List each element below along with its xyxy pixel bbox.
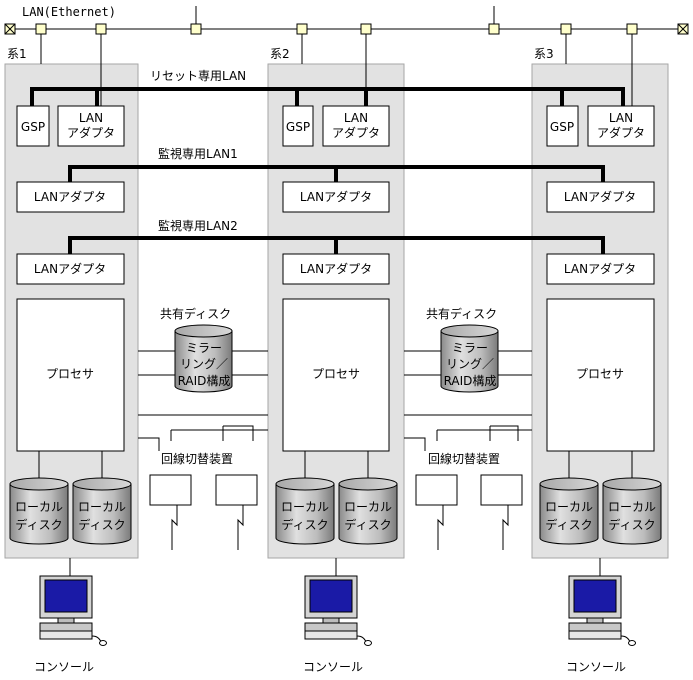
local-disk-label: ローカル	[344, 500, 392, 514]
lan-adapter-label: LANアダプタ	[564, 261, 636, 276]
lan-tap-icon	[296, 23, 308, 35]
local-disk: ローカル ディスク	[9, 477, 69, 545]
mirroring-label: リング／	[446, 357, 494, 371]
local-disk-label: ディスク	[545, 517, 592, 532]
line-icon	[171, 505, 244, 550]
mirroring-label: ミラー	[186, 341, 222, 355]
terminator-right-icon	[677, 23, 689, 35]
gsp-box	[282, 105, 314, 147]
system-label: 系2	[270, 47, 290, 61]
gsp-label: GSP	[550, 120, 574, 134]
lan-adapter-label: LANアダプタ	[564, 189, 636, 204]
line-switch-2: 回線切替装置	[404, 414, 532, 550]
lan-tap-icon	[560, 23, 572, 35]
lan-adapter-box	[546, 181, 655, 213]
lan-tap-icon	[360, 23, 372, 35]
terminator-left-icon	[4, 23, 16, 35]
local-disk-label: ディスク	[78, 517, 125, 532]
lan-adapter-box	[16, 181, 125, 213]
local-disk: ローカル ディスク	[275, 477, 335, 545]
lan-adapter-label: LANアダプタ	[34, 261, 106, 276]
line-switch-label: 回線切替装置	[428, 451, 500, 466]
lan-adapter-label: LANアダプタ	[34, 189, 106, 204]
lan-adapter-label: LAN	[79, 111, 103, 125]
lan-adapter-box	[16, 253, 125, 285]
system-label: 系1	[7, 47, 27, 61]
lan-adapter-label: LAN	[344, 111, 368, 125]
local-disk-label: ディスク	[281, 517, 328, 532]
lan-adapter-label: アダプタ	[332, 125, 380, 140]
lan-tap-icon	[626, 23, 638, 35]
gsp-box	[546, 105, 579, 147]
ethernet-label: LAN(Ethernet)	[22, 5, 116, 19]
mirroring-label: ミラー	[452, 341, 488, 355]
console-label: コンソール	[34, 660, 94, 674]
processor-label: プロセサ	[576, 367, 624, 381]
gsp-label: GSP	[286, 120, 310, 134]
line-switch-1: 回線切替装置	[138, 414, 268, 550]
local-disk-label: ディスク	[15, 517, 62, 532]
local-disk-label: ローカル	[545, 500, 593, 514]
lan-adapter-label: LANアダプタ	[300, 261, 372, 276]
local-disk-label: ローカル	[78, 500, 126, 514]
mirroring-label: RAID構成	[178, 374, 231, 388]
lan-adapter-box	[546, 253, 655, 285]
processor-box	[16, 298, 125, 452]
lan-adapter-label: LAN	[609, 111, 633, 125]
reset-lan-label: リセット専用LAN	[150, 69, 246, 83]
local-disk-label: ディスク	[344, 517, 391, 532]
local-disk-label: ローカル	[608, 500, 656, 514]
line-switch-box	[415, 474, 458, 506]
mirroring-label: リング／	[180, 357, 228, 371]
reset-lan-bus: リセット専用LAN	[30, 69, 625, 106]
console-label: コンソール	[566, 660, 626, 674]
gsp-label: GSP	[21, 120, 45, 134]
mirroring-label: RAID構成	[444, 374, 497, 388]
lan-adapter-label: アダプタ	[67, 125, 115, 140]
local-disk: ローカル ディスク	[72, 477, 132, 545]
local-disk: ローカル ディスク	[602, 477, 662, 545]
lan-adapter-box	[322, 105, 390, 147]
lan-tap-icon	[35, 23, 47, 35]
lan-tap-icon	[95, 23, 107, 35]
lan-adapter-label: LANアダプタ	[300, 189, 372, 204]
console-computer-icon	[304, 575, 372, 646]
monitor-lan2-bus: 監視専用LAN2	[68, 218, 605, 254]
local-disk: ローカル ディスク	[338, 477, 398, 545]
lan-adapter-box	[587, 105, 655, 147]
line-switch-box	[149, 474, 192, 506]
ethernet-backbone: LAN(Ethernet)	[4, 5, 689, 35]
shared-disk-label: 共有ディスク	[160, 306, 231, 321]
console-computer-icon	[568, 575, 636, 646]
lan-adapter-box	[282, 181, 390, 213]
lan-adapter-box	[57, 105, 125, 147]
console-label: コンソール	[303, 660, 363, 674]
gsp-box	[16, 105, 50, 147]
local-disk-label: ディスク	[608, 517, 655, 532]
local-disk-label: ローカル	[281, 500, 329, 514]
processor-box	[546, 298, 655, 452]
lan-tap-icon	[488, 23, 500, 35]
lan-adapter-label: アダプタ	[597, 125, 645, 140]
line-switch-label: 回線切替装置	[161, 451, 233, 466]
shared-disk-label: 共有ディスク	[426, 306, 497, 321]
monitor-lan1-bus: 監視専用LAN1	[68, 146, 605, 182]
line-icon	[437, 505, 509, 550]
processor-label: プロセサ	[312, 367, 360, 381]
line-switch-box	[480, 474, 523, 506]
local-disk: ローカル ディスク	[539, 477, 599, 545]
console-computer-icon	[39, 575, 107, 646]
lan-tap-icon	[190, 23, 202, 35]
processor-box	[282, 298, 390, 452]
shared-disk-2: 共有ディスク ミラー リング／ RAID構成	[404, 306, 532, 393]
processor-label: プロセサ	[46, 367, 94, 381]
monitor-lan1-label: 監視専用LAN1	[158, 146, 238, 161]
lan-adapter-box	[282, 253, 390, 285]
system-label: 系3	[534, 47, 554, 61]
local-disk-label: ローカル	[15, 500, 63, 514]
monitor-lan2-label: 監視専用LAN2	[158, 218, 238, 233]
shared-disk-1: 共有ディスク ミラー リング／ RAID構成	[138, 306, 268, 393]
line-switch-box	[215, 474, 258, 506]
